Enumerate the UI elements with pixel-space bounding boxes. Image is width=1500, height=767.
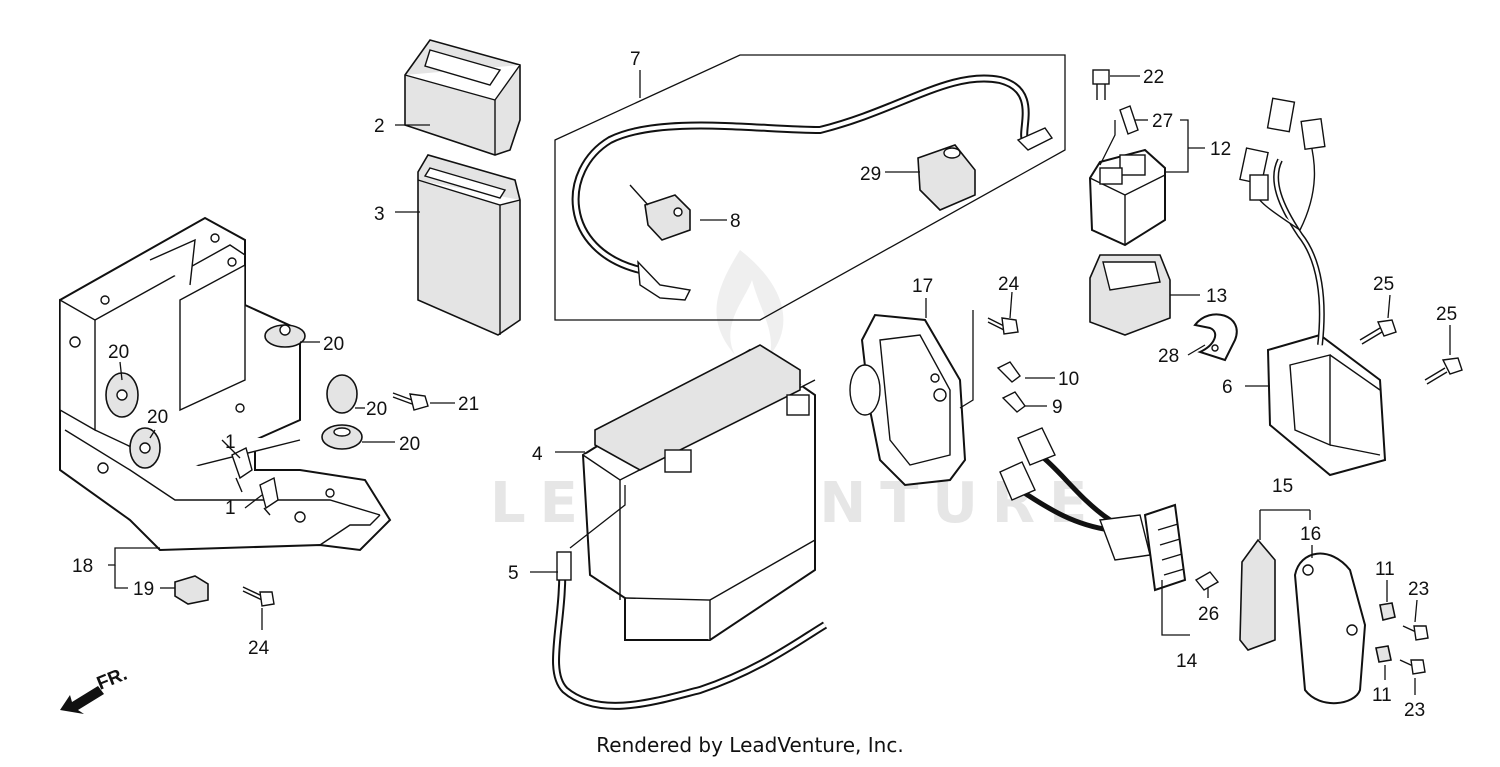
front-direction-arrow: FR. [60, 664, 130, 714]
bolt-24-upper[interactable] [987, 317, 1019, 335]
callout-17: 17 [912, 276, 933, 297]
fuse-26[interactable] [1194, 571, 1220, 591]
callout-1: 1 [225, 432, 236, 453]
screw-10[interactable] [996, 361, 1021, 383]
grommet-3 [129, 427, 161, 469]
terminal-8[interactable] [629, 184, 691, 241]
plate-16[interactable] [1293, 552, 1367, 705]
callout-14: 14 [1176, 651, 1198, 672]
battery-cable[interactable] [571, 74, 1054, 301]
callout-27: 27 [1152, 111, 1173, 132]
regulator-harness[interactable] [1239, 97, 1326, 346]
fuse-box[interactable] [417, 154, 521, 336]
callout-11: 11 [1372, 685, 1392, 706]
callout-13: 13 [1206, 286, 1227, 307]
callout-18: 18 [72, 556, 93, 577]
callout-7: 7 [630, 49, 641, 70]
fuse-27[interactable] [1119, 105, 1139, 135]
terminal-cover-29[interactable] [917, 144, 976, 211]
callout-4: 4 [532, 444, 543, 465]
callout-26: 26 [1198, 604, 1219, 625]
battery-cover-17[interactable] [849, 313, 967, 487]
callout-19: 19 [133, 579, 154, 600]
sub-harness-14[interactable] [999, 427, 1187, 592]
callout-12: 12 [1210, 139, 1231, 160]
callout-23: 23 [1404, 700, 1425, 721]
callout-1: 1 [225, 498, 236, 519]
grommet-2 [105, 372, 139, 418]
breather-tube[interactable] [552, 551, 828, 710]
collar-11-upper[interactable] [1379, 602, 1396, 621]
leader-lines [108, 70, 1451, 695]
bolt-23-upper[interactable] [1402, 625, 1429, 641]
grommet-1 [264, 324, 306, 348]
bolt-22[interactable] [1092, 69, 1110, 100]
collar-11-lower[interactable] [1375, 645, 1392, 663]
pad-19[interactable] [174, 575, 209, 605]
leader-bracket-24 [959, 310, 974, 409]
callout-29: 29 [860, 164, 881, 185]
callouts: 1 1 2 3 4 5 6 7 8 9 10 11 11 12 13 14 15… [72, 49, 1457, 721]
clamp-28[interactable] [1193, 313, 1238, 362]
callout-5: 5 [508, 563, 519, 584]
fuse-box-cover[interactable] [404, 39, 521, 156]
callout-28: 28 [1158, 346, 1179, 367]
callout-2: 2 [374, 116, 385, 137]
bolt-25-left[interactable] [1359, 319, 1397, 345]
callout-8: 8 [730, 211, 741, 232]
callout-3: 3 [374, 204, 385, 225]
callout-16: 16 [1300, 524, 1321, 545]
cable-assembly-box [554, 54, 1066, 321]
callout-15: 15 [1272, 476, 1293, 497]
relay-cover-13[interactable] [1089, 254, 1171, 336]
callout-24: 24 [998, 274, 1020, 295]
callout-10: 10 [1058, 369, 1079, 390]
callout-6: 6 [1222, 377, 1233, 398]
callout-24: 24 [248, 638, 270, 659]
callout-25: 25 [1436, 304, 1457, 325]
callout-21: 21 [458, 394, 479, 415]
grommet-4 [326, 374, 358, 414]
bolt-23-lower[interactable] [1399, 659, 1426, 675]
bolt-25-right[interactable] [1424, 357, 1463, 385]
screw-9[interactable] [1001, 391, 1026, 413]
callout-25: 25 [1373, 274, 1394, 295]
grommet-group[interactable] [105, 324, 363, 469]
callout-20: 20 [323, 334, 344, 355]
callout-20: 20 [366, 399, 387, 420]
callout-9: 9 [1052, 397, 1063, 418]
callout-20: 20 [147, 407, 168, 428]
starter-relay[interactable] [1088, 148, 1166, 247]
callout-11: 11 [1375, 559, 1395, 580]
direction-label: FR. [94, 664, 130, 695]
callout-23: 23 [1408, 579, 1429, 600]
grommet-5 [321, 424, 363, 450]
footer-credit: Rendered by LeadVenture, Inc. [596, 733, 904, 757]
battery[interactable] [581, 344, 816, 641]
bolt-21[interactable] [392, 392, 429, 411]
bolt-24-lower[interactable] [242, 586, 275, 607]
callout-20: 20 [108, 342, 129, 363]
callout-20: 20 [399, 434, 420, 455]
clip-lower[interactable] [259, 476, 279, 516]
callout-22: 22 [1143, 67, 1164, 88]
regulator-rectifier[interactable] [1266, 333, 1387, 477]
gasket-15[interactable] [1239, 538, 1276, 651]
